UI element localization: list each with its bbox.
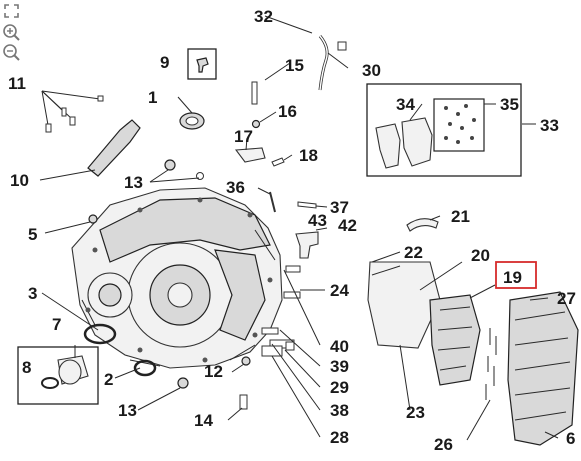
- callout-23[interactable]: 23: [406, 403, 425, 422]
- callout-24[interactable]: 24: [330, 281, 349, 300]
- callout-35[interactable]: 35: [500, 95, 519, 114]
- callout-2[interactable]: 2: [104, 370, 113, 389]
- bolts-part-26: [485, 328, 497, 400]
- bracket-part-17: [234, 147, 266, 163]
- oil-pan-part-6: [507, 291, 579, 446]
- callout-32[interactable]: 32: [254, 7, 273, 26]
- callout-19[interactable]: 19: [503, 268, 522, 287]
- valve-body-part-20: [367, 261, 441, 349]
- callout-7[interactable]: 7: [52, 315, 61, 334]
- callout-33[interactable]: 33: [540, 116, 559, 135]
- callout-37[interactable]: 37: [330, 198, 349, 217]
- zoom-out-icon[interactable]: [3, 44, 20, 61]
- callout-3[interactable]: 3: [28, 284, 37, 303]
- callout-12[interactable]: 12: [204, 362, 223, 381]
- callout-15[interactable]: 15: [285, 56, 304, 75]
- callout-11[interactable]: 11: [8, 74, 26, 93]
- callout-36[interactable]: 36: [226, 178, 245, 197]
- bolt-part-16: [251, 119, 261, 129]
- callout-22[interactable]: 22: [404, 243, 423, 262]
- callout-30[interactable]: 30: [362, 61, 381, 80]
- callout-21[interactable]: 21: [451, 207, 470, 226]
- highlight-frame-19: [495, 261, 537, 289]
- callout-42[interactable]: 42: [338, 216, 357, 235]
- callout-28[interactable]: 28: [330, 428, 349, 447]
- rod-part-15: [251, 81, 258, 105]
- callout-14[interactable]: 14: [194, 411, 213, 430]
- callout-26[interactable]: 26: [434, 435, 453, 454]
- callout-labels: 32 9 15 30 11 1 16 34 35 33 17 18 10 13 …: [8, 7, 576, 454]
- mechatronic-unit-part-19: [429, 294, 481, 386]
- callout-38[interactable]: 38: [330, 401, 349, 420]
- callout-16[interactable]: 16: [278, 102, 297, 121]
- callout-18[interactable]: 18: [299, 146, 318, 165]
- callout-27[interactable]: 27: [557, 289, 576, 308]
- callout-39[interactable]: 39: [330, 357, 349, 376]
- callout-29[interactable]: 29: [330, 378, 349, 397]
- callout-40[interactable]: 40: [330, 337, 349, 356]
- zoom-in-icon[interactable]: [3, 24, 20, 41]
- transmission-housing: [71, 187, 283, 369]
- callout-17[interactable]: 17: [234, 127, 253, 146]
- callout-6[interactable]: 6: [566, 429, 575, 448]
- callout-43[interactable]: 43: [308, 211, 327, 230]
- callout-34[interactable]: 34: [396, 95, 415, 114]
- callout-13-upper[interactable]: 13: [124, 173, 143, 192]
- sensor-part-10: [87, 119, 141, 177]
- callout-10[interactable]: 10: [10, 171, 29, 190]
- callout-8[interactable]: 8: [22, 358, 31, 377]
- callout-5[interactable]: 5: [28, 225, 37, 244]
- callout-20[interactable]: 20: [471, 246, 490, 265]
- callout-1[interactable]: 1: [148, 88, 157, 107]
- expand-icon[interactable]: [4, 4, 19, 18]
- callout-9[interactable]: 9: [160, 53, 169, 72]
- callout-13-lower[interactable]: 13: [118, 401, 137, 420]
- pins-part-11: [41, 90, 104, 133]
